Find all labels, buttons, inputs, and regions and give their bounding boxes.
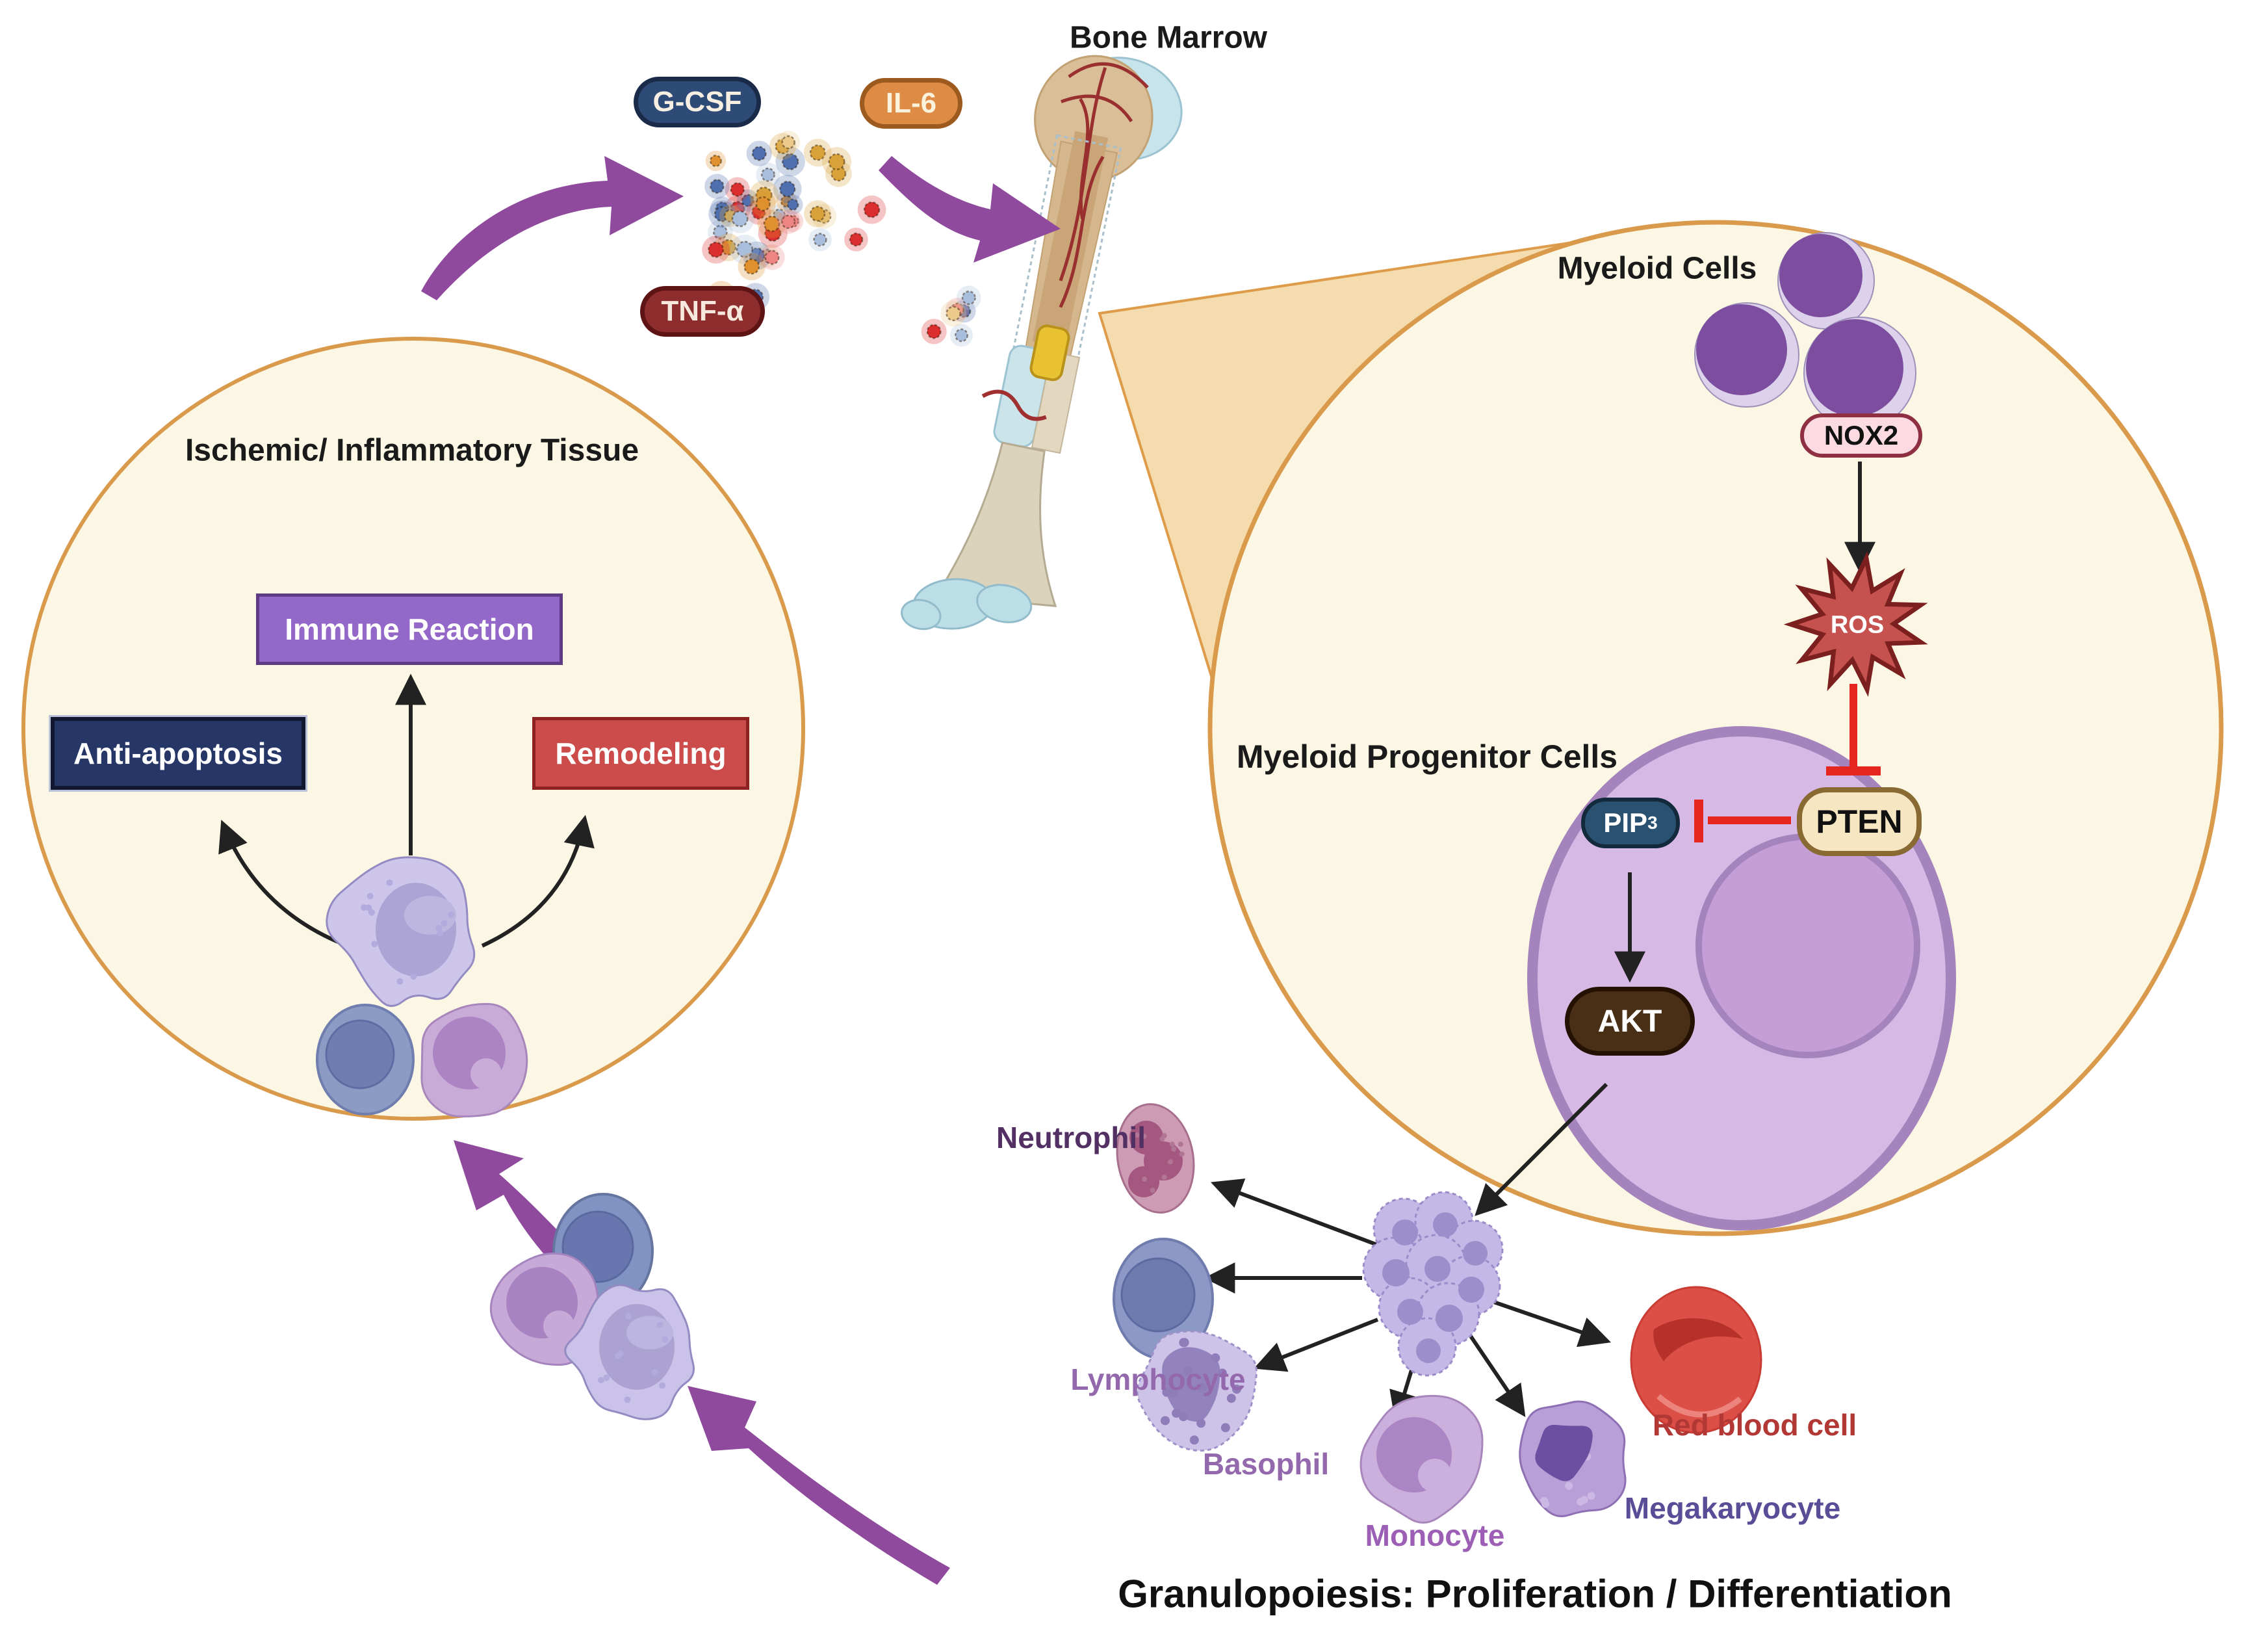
megakaryocyte-label: Megakaryocyte <box>1624 1491 1841 1525</box>
granulopoiesis-title: Granulopoiesis: Proliferation / Differen… <box>1118 1572 1952 1616</box>
ros-label: ROS <box>1830 611 1885 639</box>
il6-badge: IL-6 <box>860 78 962 129</box>
bone-sample-plug <box>1029 324 1070 382</box>
black-arrows <box>218 462 1875 1424</box>
gcsf-badge: G-CSF <box>634 77 761 127</box>
tnfa-label: TNF-α <box>661 295 744 327</box>
basophil-cell <box>1136 1330 1257 1452</box>
bone-marrow-title: Bone Marrow <box>1069 20 1268 55</box>
cycle-arrow-tissue-to-cytokines <box>421 156 684 300</box>
cycle-arrow-cytokines-to-bone <box>879 156 1061 263</box>
progenitor-cluster <box>1362 1191 1504 1377</box>
nox2-label: NOX2 <box>1823 420 1899 450</box>
arrow-cells-to-remodeling <box>481 814 595 948</box>
arrow-cluster-to-basophil <box>1254 1318 1379 1372</box>
lymphocyte-label: Lymphocyte <box>1070 1362 1246 1396</box>
red-blood-cell <box>1630 1286 1762 1434</box>
left-circle-ischemic-tissue <box>21 337 805 1121</box>
remodeling-label: Remodeling <box>555 736 727 770</box>
arrow-cluster-to-rbc <box>1488 1298 1612 1348</box>
pip3-label: PIP <box>1603 807 1648 838</box>
pip3-subscript: 3 <box>1647 813 1658 833</box>
circulating-cells-trio <box>489 1193 695 1420</box>
akt-badge: AKT <box>1565 987 1695 1056</box>
lymphocyte-cell <box>1113 1238 1214 1360</box>
il6-label: IL-6 <box>885 87 937 119</box>
anti-apoptosis-label: Anti-apoptosis <box>73 736 283 770</box>
tnfa-badge: TNF-α <box>640 286 765 337</box>
monocyte-cell <box>1360 1394 1484 1524</box>
cycle-arrow-granulopoiesis-to-cells <box>688 1386 950 1585</box>
ros-starburst <box>1783 551 1928 697</box>
progenitor-cells-title: Myeloid Progenitor Cells <box>1236 738 1618 775</box>
ischemic-tissue-title: Ischemic/ Inflammatory Tissue <box>185 433 639 468</box>
bone-illustration <box>901 55 1183 631</box>
pten-label: PTEN <box>1816 803 1903 840</box>
gcsf-label: G-CSF <box>652 86 742 118</box>
anti-apoptosis-box: Anti-apoptosis <box>49 715 307 792</box>
ischemic-tissue-cells <box>316 856 528 1118</box>
pten-badge: PTEN <box>1797 787 1922 856</box>
megakaryocyte-cell <box>1519 1400 1627 1518</box>
myeloid-cells-title: Myeloid Cells <box>1557 251 1757 286</box>
nox2-badge: NOX2 <box>1800 413 1922 458</box>
remodeling-box: Remodeling <box>532 717 749 790</box>
neutrophil-label: Neutrophil <box>996 1121 1146 1154</box>
arrow-cluster-to-megakaryocyte <box>1465 1330 1526 1417</box>
akt-label: AKT <box>1597 1004 1662 1039</box>
monocyte-label: Monocyte <box>1365 1518 1505 1552</box>
neutrophil-cell <box>1116 1103 1195 1214</box>
immune-reaction-label: Immune Reaction <box>285 612 534 646</box>
basophil-label: Basophil <box>1202 1447 1330 1481</box>
progenitor-nucleus <box>1695 833 1920 1058</box>
arrow-cluster-to-neutrophil <box>1211 1179 1380 1247</box>
inhibition-lines <box>1694 684 1881 842</box>
arrow-cells-to-anti-apoptosis <box>218 820 357 951</box>
immune-reaction-box: Immune Reaction <box>256 593 563 665</box>
red-blood-cell-label: Red blood cell <box>1652 1408 1857 1442</box>
arrow-akt-to-cluster <box>1475 1082 1608 1216</box>
myeloid-cells-group <box>1694 232 1916 430</box>
